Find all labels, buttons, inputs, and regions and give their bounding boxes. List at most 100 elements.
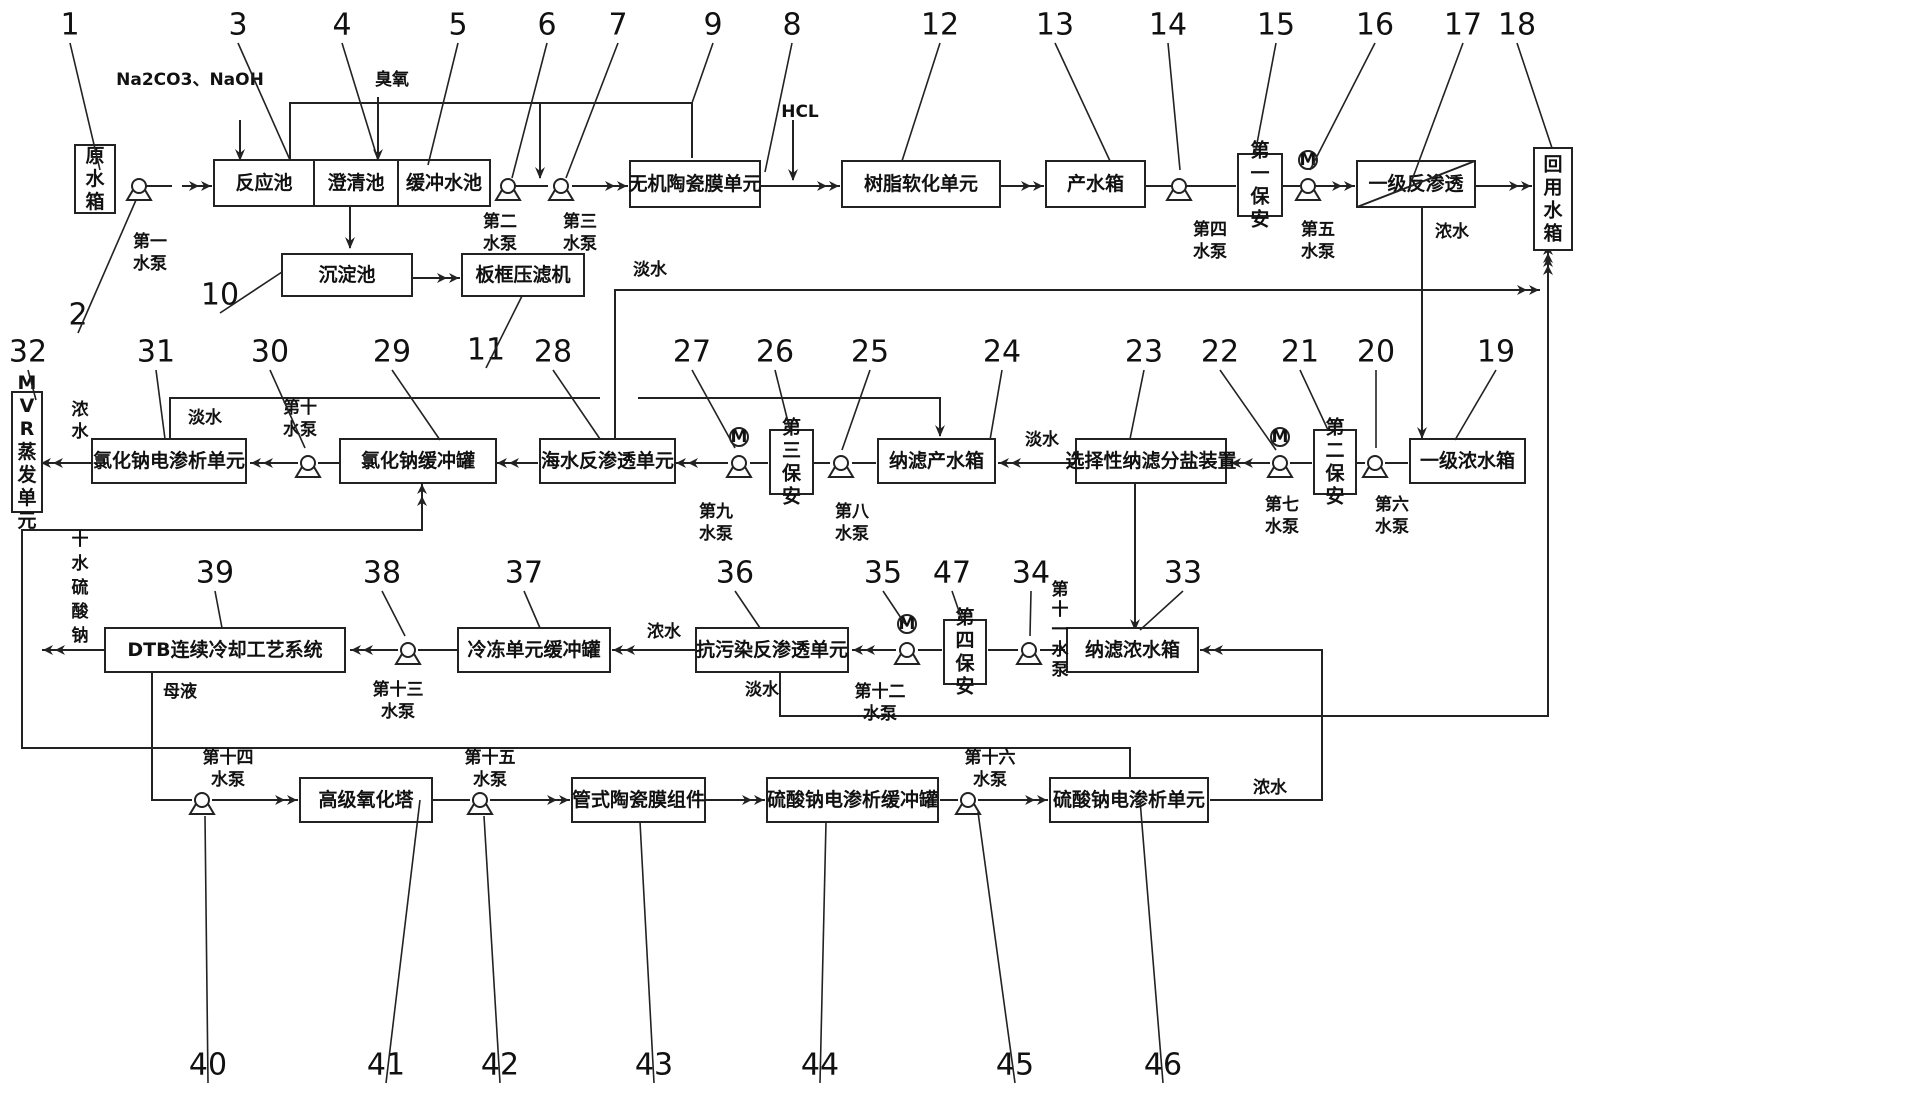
reference-number: 38 xyxy=(363,556,406,637)
reference-number: 1 xyxy=(60,8,101,171)
svg-text:水: 水 xyxy=(1052,639,1070,660)
reference-number: 19 xyxy=(1454,335,1515,441)
reference-number: 42 xyxy=(481,815,519,1084)
unit-label: 管式陶瓷膜组件 xyxy=(572,788,705,811)
nf-conc-unit: 纳滤浓水箱 xyxy=(1066,627,1199,673)
reference-number: 34 xyxy=(1012,556,1050,637)
unit-label: 硫酸钠电渗析缓冲罐 xyxy=(767,788,938,811)
reference-number-text: 10 xyxy=(201,278,239,313)
reagent-alkali: Na2CO3、NaOH xyxy=(116,70,264,90)
pump-label-line1: 第四 xyxy=(1193,219,1227,240)
svg-text:十: 十 xyxy=(72,529,89,550)
svg-text:第: 第 xyxy=(1325,416,1344,439)
reference-number-text: 11 xyxy=(467,333,505,368)
svg-text:第: 第 xyxy=(782,416,801,439)
unit-label: 澄清池 xyxy=(327,171,384,194)
flow-lines xyxy=(21,97,1553,805)
reference-number: 35 xyxy=(864,556,906,625)
unit-label: 氯化钠电渗析单元 xyxy=(93,449,245,472)
motor-icon: M xyxy=(1300,150,1317,170)
label-ed-concentrate: 浓水 xyxy=(72,400,90,442)
label-mother-liquor: 母液 xyxy=(163,681,197,702)
reference-number-text: 2 xyxy=(68,298,87,333)
label-naed-concentrate: 浓水 xyxy=(1253,777,1288,798)
reference-number: 23 xyxy=(1125,335,1163,440)
reference-number-text: 24 xyxy=(983,335,1021,370)
svg-text:水: 水 xyxy=(1543,200,1563,222)
l-fresh-nfprod xyxy=(638,397,945,437)
pump-label-line2: 水泵 xyxy=(1375,516,1409,537)
reference-number-text: 19 xyxy=(1477,335,1515,370)
reference-number-text: 38 xyxy=(363,556,401,591)
reference-number: 11 xyxy=(467,295,523,369)
reference-number: 28 xyxy=(534,335,601,440)
svg-text:元: 元 xyxy=(17,510,36,532)
svg-text:安: 安 xyxy=(782,485,801,508)
reagent-ozone: 臭氧 xyxy=(375,69,409,90)
unit-label: 高级氧化塔 xyxy=(318,788,414,811)
buffer-pool-unit: 缓冲水池 xyxy=(397,159,491,207)
unit-label: 海水反渗透单元 xyxy=(541,449,674,472)
reagent-acid: HCL xyxy=(781,102,819,122)
l-ed-fresh xyxy=(169,397,600,438)
reference-number: 15 xyxy=(1254,8,1295,155)
clarifier-unit: 澄清池 xyxy=(313,159,399,207)
label-nfsel-fresh: 淡水 xyxy=(1025,429,1060,450)
reference-number-text: 29 xyxy=(373,335,411,370)
reference-number: 2 xyxy=(68,199,137,334)
unit-label: 一级浓水箱 xyxy=(1420,449,1515,472)
reference-number-text: 8 xyxy=(782,8,801,43)
reference-number: 7 xyxy=(565,8,628,179)
l-swro-fresh xyxy=(614,285,1540,438)
unit-label: 缓冲水池 xyxy=(406,171,482,194)
reference-number: 18 xyxy=(1498,8,1553,149)
reference-number: 37 xyxy=(505,556,543,629)
pump-label-line2: 水泵 xyxy=(699,523,733,544)
pump-label-line2: 水泵 xyxy=(973,769,1007,790)
reference-number: 13 xyxy=(1036,8,1111,162)
reference-number: 27 xyxy=(673,335,736,449)
na2so4-buffer-unit: 硫酸钠电渗析缓冲罐 xyxy=(766,777,939,823)
label-swro-fresh: 淡水 xyxy=(633,259,668,280)
pump-label-line1: 第七 xyxy=(1265,494,1299,515)
reference-number: 43 xyxy=(635,821,673,1084)
reference-number: 16 xyxy=(1309,8,1394,171)
svg-text:三: 三 xyxy=(782,440,801,462)
svg-text:发: 发 xyxy=(16,463,37,486)
pump-label-line2: 水泵 xyxy=(863,703,897,724)
ceramic-unit: 无机陶瓷膜单元 xyxy=(628,160,762,208)
unit-label: DTB连续冷却工艺系统 xyxy=(127,638,322,661)
reaction-unit: 反应池 xyxy=(213,159,315,207)
conc1-unit: 一级浓水箱 xyxy=(1409,438,1526,484)
reference-number-text: 33 xyxy=(1164,556,1202,591)
svg-text:保: 保 xyxy=(781,462,802,485)
reference-number: 25 xyxy=(841,335,889,451)
pump-label-line1: 第十四 xyxy=(203,747,254,768)
reference-number-text: 7 xyxy=(608,8,627,43)
pump-label-line2: 水泵 xyxy=(1193,241,1227,262)
svg-text:水: 水 xyxy=(85,168,105,190)
svg-text:安: 安 xyxy=(955,675,974,698)
unit-label: 无机陶瓷膜单元 xyxy=(628,172,761,195)
unit-label: 选择性纳滤分盐装置 xyxy=(1065,449,1236,472)
antifoul-ro-unit: 抗污染反渗透单元 xyxy=(695,627,849,673)
l-mother xyxy=(151,670,192,801)
svg-text:浓: 浓 xyxy=(72,400,90,420)
reference-number-text: 32 xyxy=(9,335,47,370)
ro1-diagonal xyxy=(1356,160,1476,208)
pump-label-line1: 第十五 xyxy=(465,747,516,768)
